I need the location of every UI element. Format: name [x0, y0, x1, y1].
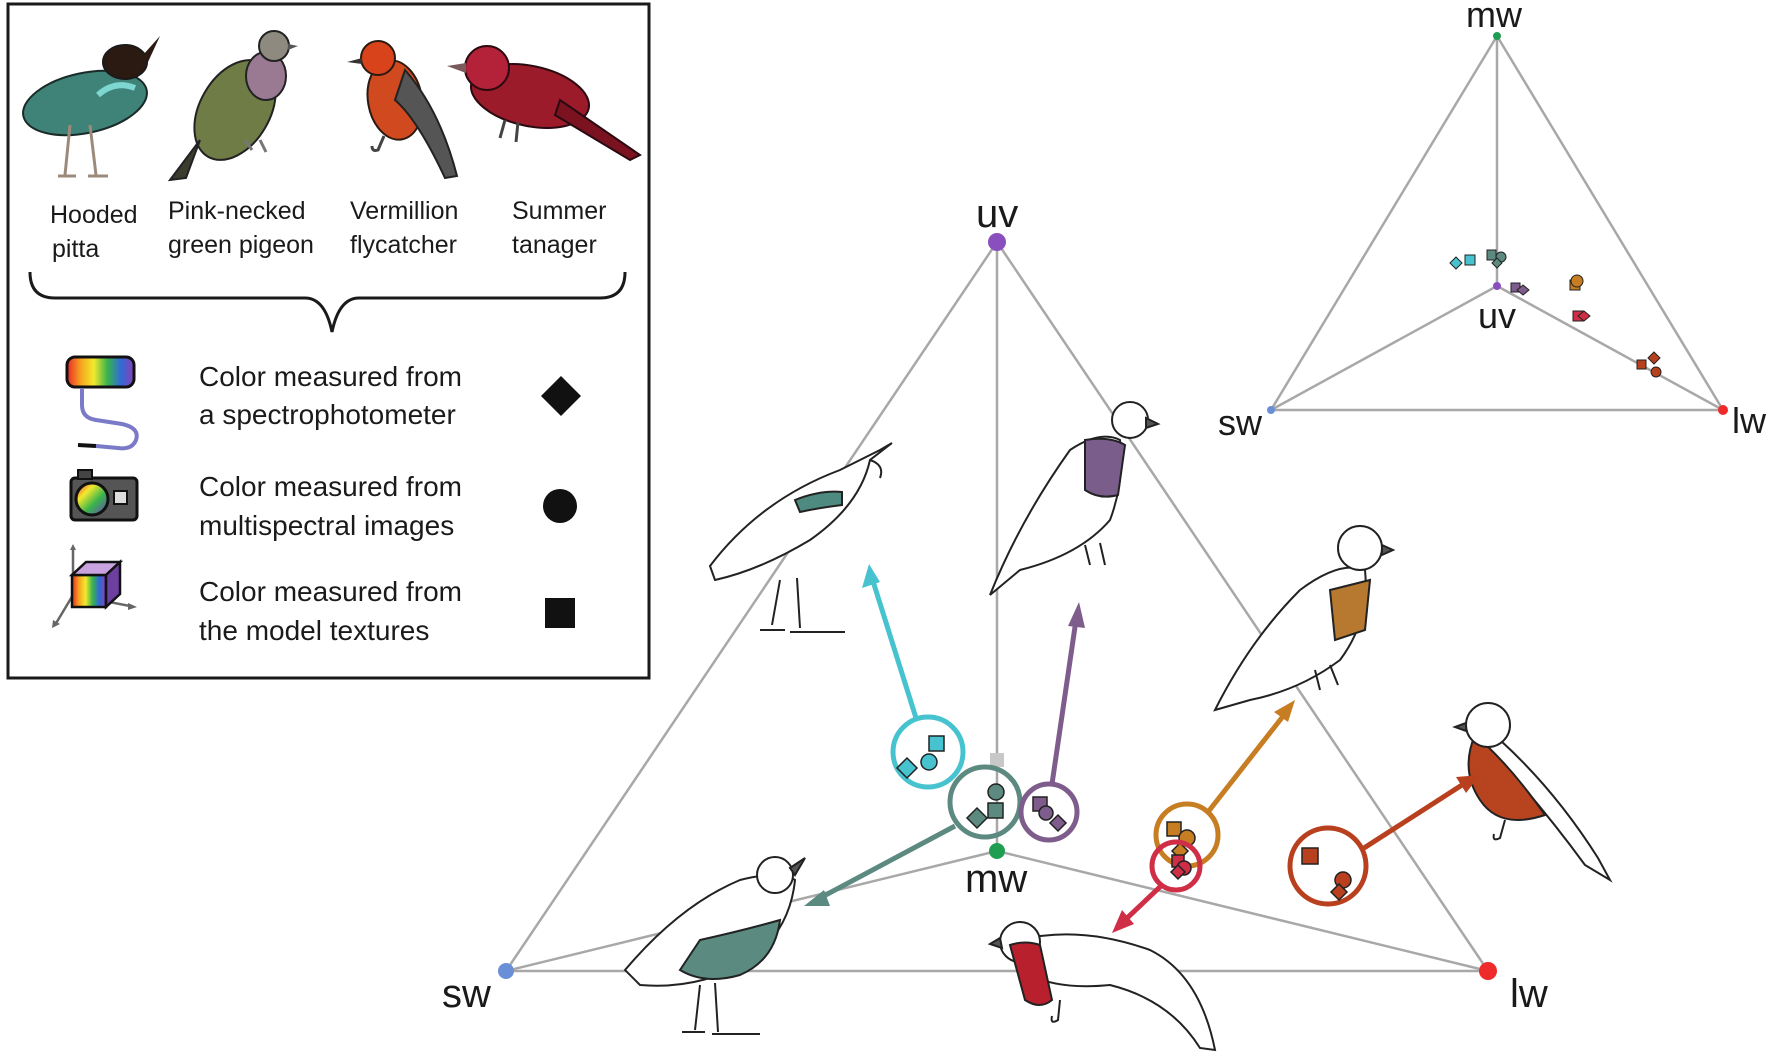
cluster-arrowhead [1068, 602, 1085, 628]
cluster-arrow [1123, 883, 1164, 922]
diamond-marker [1329, 882, 1349, 902]
diamond-marker [895, 756, 919, 780]
uv-vertex-point [988, 233, 1006, 251]
diamond-marker [1169, 863, 1187, 881]
species-name-line2: pitta [52, 235, 99, 263]
inset-tetrahedron-edges [1269, 35, 1725, 412]
cluster-ring [1018, 781, 1080, 843]
square-marker [928, 735, 945, 752]
sw-vertex-point [498, 963, 514, 979]
inset-markers-orange [1569, 274, 1584, 291]
inset-mw-vertex-label: mw [1466, 0, 1523, 35]
inset-lw-vertex-label: lw [1732, 400, 1767, 441]
cluster-ring [1287, 825, 1369, 907]
cluster-arrowhead [1274, 700, 1295, 722]
lw-vertex-point [1479, 962, 1497, 980]
species-name-line2: flycatcher [350, 231, 457, 259]
cluster-ring [947, 764, 1023, 840]
tetrahedron-edges [504, 241, 1490, 973]
inset-sw-vertex-label: sw [1218, 402, 1263, 443]
achromatic-point [990, 753, 1004, 767]
square-marker [1166, 821, 1182, 837]
mw-vertex-point [989, 843, 1005, 859]
cluster-arrow [1362, 782, 1464, 851]
method-label-line1: Color measured from [199, 471, 462, 502]
cluster-rust [1287, 775, 1480, 907]
method-label-line2: a spectrophotometer [199, 399, 456, 430]
cluster-arrow [1206, 713, 1286, 814]
inset-uv-vertex-point [1493, 282, 1501, 290]
species-name-line2: tanager [512, 231, 597, 259]
method-label-line1: Color measured from [199, 576, 462, 607]
bird-outline-rust-right [1452, 702, 1613, 883]
inset-mw-vertex-point [1493, 32, 1501, 40]
cluster-ring [890, 714, 966, 790]
species-vermillion-flycatcher-illustration [347, 40, 459, 180]
species-hooded-pitta-illustration [22, 36, 160, 178]
inset-lw-vertex-point [1718, 405, 1728, 415]
circle-marker [1038, 805, 1054, 821]
circle-marker-key [543, 489, 577, 523]
diamond-marker [1048, 813, 1068, 833]
method-label-line1: Color measured from [199, 361, 462, 392]
cluster-arrowhead [862, 564, 880, 588]
method-label-line2: the model textures [199, 615, 429, 646]
species-summer-tanager-illustration [447, 45, 642, 162]
inset-markers-rust [1636, 351, 1662, 378]
species-name-line1: Pink-necked [168, 197, 306, 225]
uv-vertex-label: uv [976, 192, 1018, 236]
sw-vertex-label: sw [442, 972, 491, 1016]
cluster-arrow [1049, 619, 1079, 785]
inset-tetrahedron: mw uv sw lw [1218, 0, 1767, 443]
inset-sw-vertex-point [1267, 406, 1275, 414]
species-name-line1: Hooded [50, 201, 138, 229]
bird-outline-flycatcher-right [1213, 525, 1396, 712]
inset-markers-cyan [1449, 254, 1476, 270]
inset-markers-teal [1486, 249, 1507, 269]
cluster-arrow [869, 577, 919, 719]
species-name-line1: Vermillion [350, 197, 458, 225]
cluster-arrowhead [1112, 910, 1134, 933]
main-tetrahedron: uv mw sw lw [442, 192, 1613, 1052]
circle-marker [920, 753, 938, 771]
species-name-line2: green pigeon [168, 231, 314, 259]
mw-vertex-label: mw [965, 857, 1027, 901]
legend: Hooded pitta Pink-necked green pigeon Ve… [6, 2, 651, 680]
cluster-purple [1018, 602, 1085, 843]
inset-uv-vertex-label: uv [1478, 295, 1516, 336]
bird-outline-pitta-upper [708, 442, 893, 633]
bird-outline-pigeon-upper [989, 401, 1161, 596]
cluster-ring [1149, 839, 1203, 893]
lw-vertex-label: lw [1510, 972, 1548, 1016]
species-brace [28, 271, 627, 333]
cluster-arrowhead [1456, 775, 1480, 793]
circle-marker [987, 783, 1005, 801]
bird-outline-tanager-lower [987, 921, 1217, 1052]
diamond-marker [965, 806, 989, 830]
species-pink-necked-pigeon-illustration [167, 30, 298, 182]
square-marker [1301, 847, 1319, 865]
inset-markers-purple [1510, 282, 1530, 296]
cluster-arrow [818, 823, 957, 901]
square-marker [987, 802, 1004, 819]
cluster-arrowhead [804, 890, 830, 906]
texture-cube-icon [52, 544, 137, 628]
cluster-cyan [862, 564, 966, 790]
species-name-line1: Summer [512, 197, 606, 225]
cluster-teal [804, 764, 1023, 906]
square-marker-key [545, 598, 575, 628]
cluster-crimson [1112, 839, 1203, 933]
method-label-line2: multispectral images [199, 510, 454, 541]
diamond-marker-key [541, 376, 581, 416]
inset-markers-crimson [1572, 310, 1591, 322]
spectrophotometer-icon [65, 355, 139, 451]
camera-icon [69, 469, 139, 522]
bird-outline-pitta-lower [623, 856, 806, 1035]
